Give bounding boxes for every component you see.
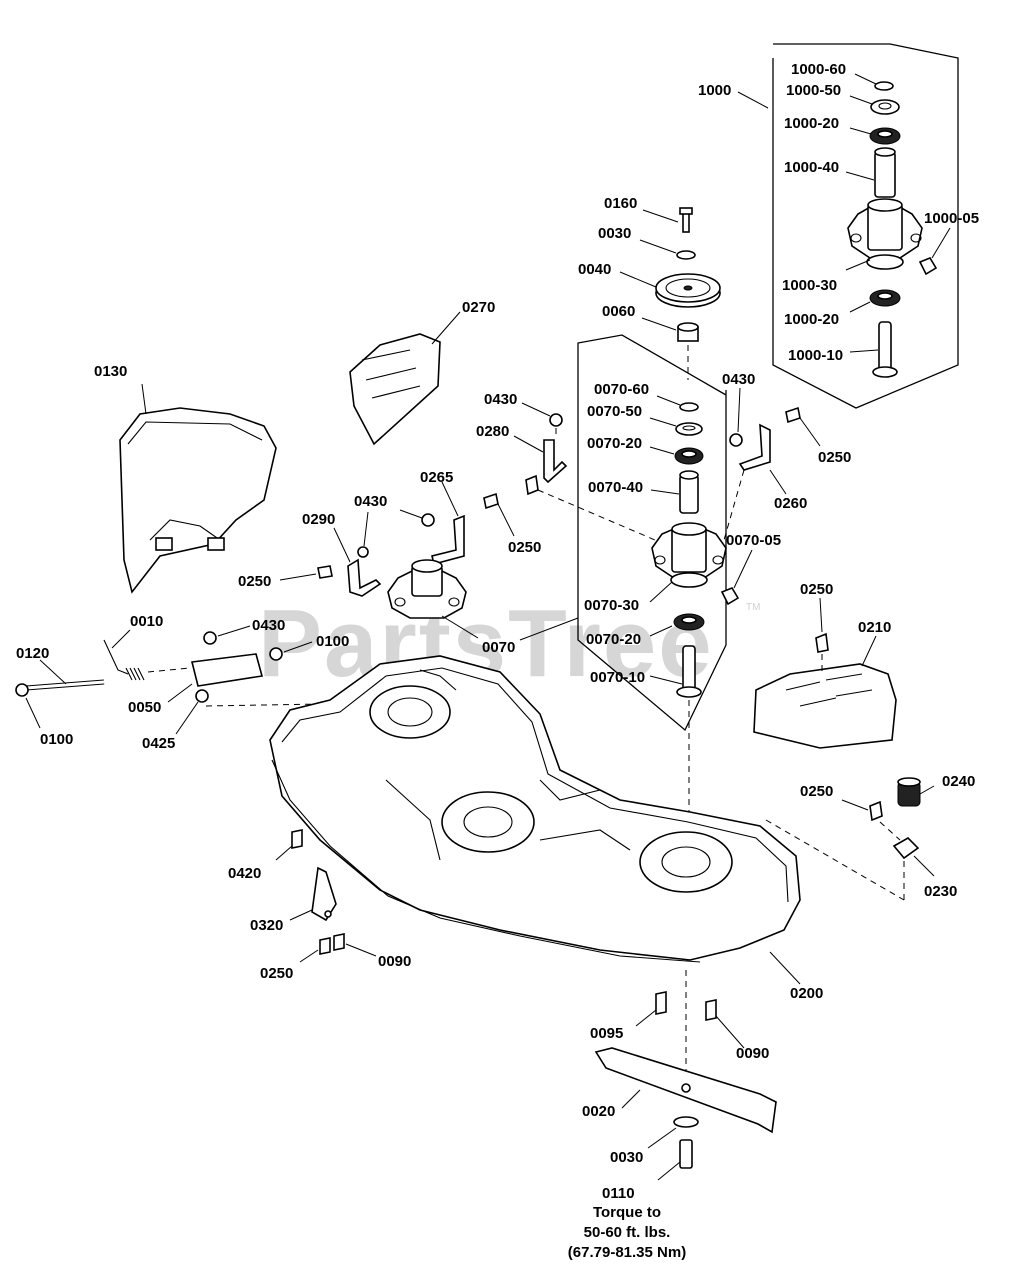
mower-deck (269, 655, 905, 985)
label-0130: 0130 (94, 363, 127, 380)
label-0240: 0240 (942, 773, 975, 790)
label-0260: 0260 (774, 495, 807, 512)
label-1000-10: 1000-10 (788, 347, 843, 364)
discharge-chute (119, 383, 277, 594)
label-0090-a: 0090 (378, 953, 411, 970)
label-0070-50: 0070-50 (587, 403, 642, 420)
label-0070-30: 0070-30 (584, 597, 639, 614)
label-0070-05: 0070-05 (726, 532, 781, 549)
label-0010: 0010 (130, 613, 163, 630)
label-0250-d: 0250 (800, 581, 833, 598)
label-0250-c: 0250 (238, 573, 271, 590)
label-0070-20-lower: 0070-20 (586, 631, 641, 648)
torque-line-3: (67.79-81.35 Nm) (568, 1244, 686, 1261)
torque-line-2: 50-60 ft. lbs. (584, 1224, 671, 1241)
label-0060: 0060 (602, 303, 635, 320)
label-0250-b: 0250 (508, 539, 541, 556)
torque-note: Torque to 50-60 ft. lbs. (67.79-81.35 Nm… (568, 1204, 686, 1261)
label-0095: 0095 (590, 1025, 623, 1042)
label-0070-20-upper: 0070-20 (587, 435, 642, 452)
label-0070-40: 0070-40 (588, 479, 643, 496)
belt-cover-right (753, 597, 897, 749)
watermark-tm: TM (746, 602, 760, 613)
label-1000-60: 1000-60 (791, 61, 846, 78)
lower-left-hardware (275, 829, 377, 963)
label-0200: 0200 (790, 985, 823, 1002)
label-0070-60: 0070-60 (594, 381, 649, 398)
spindle-assembly-inset (577, 334, 753, 820)
label-1000-05: 1000-05 (924, 210, 979, 227)
label-0100-b: 0100 (40, 731, 73, 748)
label-1000-20-upper: 1000-20 (784, 115, 839, 132)
label-0230: 0230 (924, 883, 957, 900)
label-0250-a: 0250 (818, 449, 851, 466)
label-0420: 0420 (228, 865, 261, 882)
gauge-wheel (841, 777, 935, 877)
label-1000-30: 1000-30 (782, 277, 837, 294)
blade-assembly (594, 970, 777, 1181)
label-0030-lower: 0030 (610, 1149, 643, 1166)
label-1000-40: 1000-40 (784, 159, 839, 176)
label-1000-50: 1000-50 (786, 82, 841, 99)
label-0070-10: 0070-10 (590, 669, 645, 686)
torque-line-1: Torque to (593, 1204, 661, 1221)
label-0120: 0120 (16, 645, 49, 662)
label-0430-d: 0430 (252, 617, 285, 634)
label-0020: 0020 (582, 1103, 615, 1120)
spindle-kit-inset (737, 43, 959, 409)
label-0100-a: 0100 (316, 633, 349, 650)
label-0430-b: 0430 (722, 371, 755, 388)
label-0270: 0270 (462, 299, 495, 316)
label-0430-a: 0430 (484, 391, 517, 408)
label-0280: 0280 (476, 423, 509, 440)
label-0160: 0160 (604, 195, 637, 212)
label-0250-e: 0250 (800, 783, 833, 800)
label-1000-20-lower: 1000-20 (784, 311, 839, 328)
pulley-stack (619, 207, 721, 380)
pivot-group (15, 625, 323, 735)
label-0210: 0210 (858, 619, 891, 636)
label-0090-b: 0090 (736, 1045, 769, 1062)
label-0110: 0110 (602, 1185, 635, 1202)
label-1000: 1000 (698, 82, 731, 99)
label-0030-upper: 0030 (598, 225, 631, 242)
callout-labels: 1000-60 1000-50 1000 1000-20 1000-40 100… (16, 61, 979, 1202)
label-0430-c: 0430 (354, 493, 387, 510)
label-0290: 0290 (302, 511, 335, 528)
label-0265: 0265 (420, 469, 453, 486)
left-brackets (279, 311, 821, 641)
label-0425: 0425 (142, 735, 175, 752)
label-0040: 0040 (578, 261, 611, 278)
label-0320: 0320 (250, 917, 283, 934)
label-0070: 0070 (482, 639, 515, 656)
label-0050: 0050 (128, 699, 161, 716)
label-0250-f: 0250 (260, 965, 293, 982)
